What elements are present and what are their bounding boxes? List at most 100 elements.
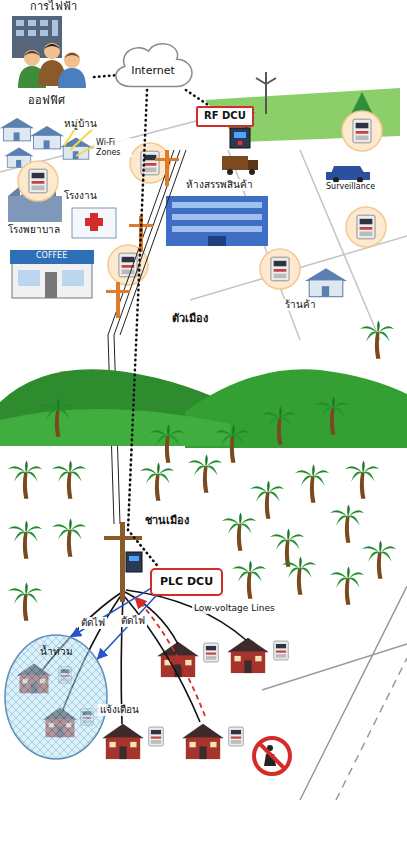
building-label: โรงงาน (62, 190, 99, 202)
coffee-shop (10, 250, 94, 298)
wind-turbine (256, 72, 276, 114)
meter-halo (260, 249, 300, 289)
office-staff (24, 50, 40, 66)
network-link (186, 90, 210, 106)
area-label: ตัวเมือง (170, 312, 210, 325)
department-store (172, 226, 262, 232)
utility-building (28, 20, 36, 26)
office-staff (44, 44, 60, 49)
building-label: ร้านค้า (283, 299, 318, 311)
utility-building (40, 30, 48, 36)
suburb-houses (182, 724, 224, 759)
no-entry-sign (254, 738, 290, 774)
smart-meter (357, 215, 375, 239)
vehicle-label: Surveillance (324, 182, 377, 192)
delivery-truck (249, 169, 255, 175)
suburb-houses (157, 642, 199, 677)
utility-building (40, 20, 48, 26)
utility-building (12, 16, 62, 58)
suburb-pole (126, 552, 142, 572)
network-link (94, 75, 116, 77)
edge-label: ตัดไฟ (79, 617, 107, 629)
wind-turbine (256, 72, 276, 84)
delivery-truck (248, 160, 258, 170)
palm-trees (295, 464, 329, 502)
zone-label: น้ำท่วม (40, 646, 73, 659)
rf-dcu-device (238, 141, 243, 146)
node-heading: การไฟฟ้า (30, 0, 77, 14)
palm-trees (8, 320, 396, 620)
suburb-houses (274, 641, 289, 660)
smart-meter (29, 169, 47, 193)
utility-office: การไฟฟ้าออฟฟิศ (8, 0, 94, 108)
surveillance-car (326, 166, 370, 183)
smart-meter (271, 257, 289, 281)
road (336, 658, 407, 800)
palm-trees (232, 560, 266, 598)
meter-halo (18, 111, 386, 289)
hills (0, 409, 230, 446)
palm-trees (282, 556, 316, 594)
suburb-houses (229, 727, 244, 746)
shop-sign: COFFEE (34, 251, 69, 261)
office-staff (18, 43, 86, 88)
dcu-label: RF DCU (204, 110, 246, 123)
office-staff (64, 52, 80, 68)
meter-halo (342, 111, 382, 151)
coffee-shop (62, 270, 84, 286)
surveillance-car (326, 172, 370, 180)
village-houses (0, 118, 34, 141)
palm-trees (52, 518, 86, 556)
zone-label: Wi-Fi Zones (94, 138, 132, 157)
area-label: หมู่บ้าน (62, 118, 99, 130)
palm-trees (8, 460, 42, 498)
suburb-houses (149, 727, 164, 746)
palm-trees (215, 424, 249, 462)
palm-trees (40, 398, 74, 436)
building-label: ห้างสรรพสินค้า (184, 179, 255, 191)
line-label: Low-voltage Lines (192, 603, 277, 614)
street-line (0, 120, 407, 340)
building-label: โรงพยาบาล (6, 224, 62, 236)
power-pole (106, 290, 130, 293)
suburb-pole (120, 522, 125, 602)
power-line (108, 150, 186, 524)
palm-trees (222, 512, 256, 550)
no-entry-sign (254, 738, 290, 774)
department-store (172, 202, 262, 208)
wind-turbine (265, 84, 267, 114)
office-staff (64, 53, 80, 58)
dcu-label: PLC DCU (160, 575, 213, 589)
internet-cloud: Internet (116, 46, 190, 90)
rf-dcu-box: RF DCU (196, 106, 254, 127)
delivery-truck (227, 169, 233, 175)
suburb-houses (227, 638, 269, 673)
palm-trees (8, 582, 42, 620)
suburb-pole (104, 522, 142, 602)
palm-trees (360, 320, 394, 358)
shop-house (305, 268, 347, 296)
hospital (72, 208, 116, 238)
coffee-shop (18, 270, 40, 286)
smart-meter (29, 119, 375, 281)
utility-building (16, 30, 24, 36)
coffee-shop (10, 250, 94, 264)
coffee-shop (45, 272, 57, 298)
palm-trees (362, 540, 396, 578)
power-pole (165, 150, 169, 186)
power-line (120, 150, 186, 335)
edge-label: ตัดไฟ (119, 615, 147, 627)
hospital (72, 208, 116, 238)
plc-dcu-box: PLC DCU (150, 568, 223, 596)
palm-trees (262, 406, 296, 444)
palm-trees (315, 396, 349, 434)
palm-trees (330, 566, 364, 604)
office-staff (44, 43, 60, 59)
utility-building (12, 16, 62, 58)
department-store (166, 196, 268, 246)
palm-trees (140, 462, 174, 500)
department-store (208, 236, 226, 246)
delivery-truck (222, 156, 248, 170)
hospital (85, 218, 103, 226)
